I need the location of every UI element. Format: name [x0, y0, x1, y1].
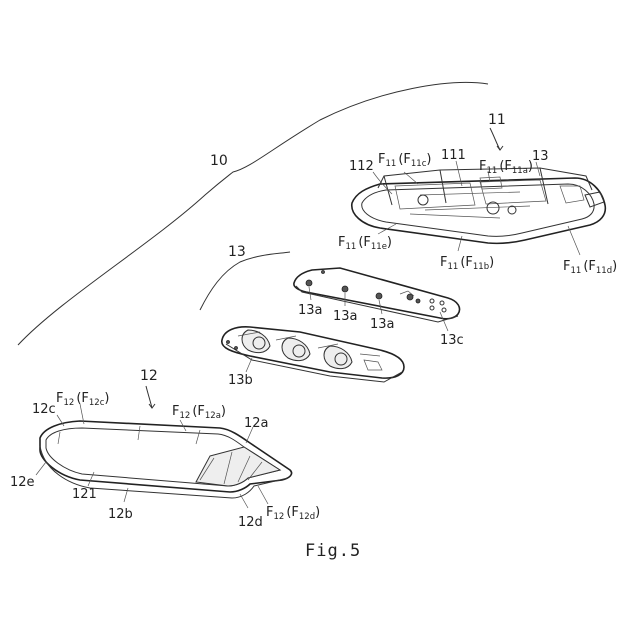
label-12e: 12e: [10, 475, 35, 490]
label-13-housing: 13: [532, 149, 549, 164]
label-f12-f12c: F12(F12c): [56, 391, 109, 408]
label-13c: 13c: [440, 333, 464, 348]
label-13a-2: 13a: [333, 309, 358, 324]
label-f12-f12a: F12(F12a): [172, 404, 226, 421]
label-12c: 12c: [32, 402, 56, 417]
label-12d: 12d: [238, 515, 263, 530]
label-f11-f11c: F11(F11c): [378, 152, 431, 169]
part-11-housing: [352, 168, 606, 243]
label-f11-f11d: F11(F11d): [563, 259, 617, 276]
label-112: 112: [349, 159, 374, 174]
figure-caption: Fig.5: [305, 541, 361, 561]
label-12: 12: [140, 368, 158, 384]
label-13b: 13b: [228, 373, 253, 388]
label-12b: 12b: [108, 507, 133, 522]
label-12a: 12a: [244, 416, 269, 431]
assembly-10-bracket: [18, 83, 488, 346]
label-f11-f11a: F11(F11a): [479, 159, 533, 176]
label-f11-f11b: F11(F11b): [440, 255, 494, 272]
part-13-bracket: [200, 252, 290, 310]
label-121: 121: [72, 487, 97, 502]
label-f12-f12d: F12(F12d): [266, 505, 320, 522]
label-13a-3: 13a: [370, 317, 395, 332]
leader-11: [490, 128, 500, 150]
label-13a-1: 13a: [298, 303, 323, 318]
label-111: 111: [441, 148, 466, 163]
label-10: 10: [210, 153, 228, 169]
label-13: 13: [228, 244, 246, 260]
label-11: 11: [488, 112, 506, 128]
label-f11-f11e: F11(F11e): [338, 235, 392, 252]
